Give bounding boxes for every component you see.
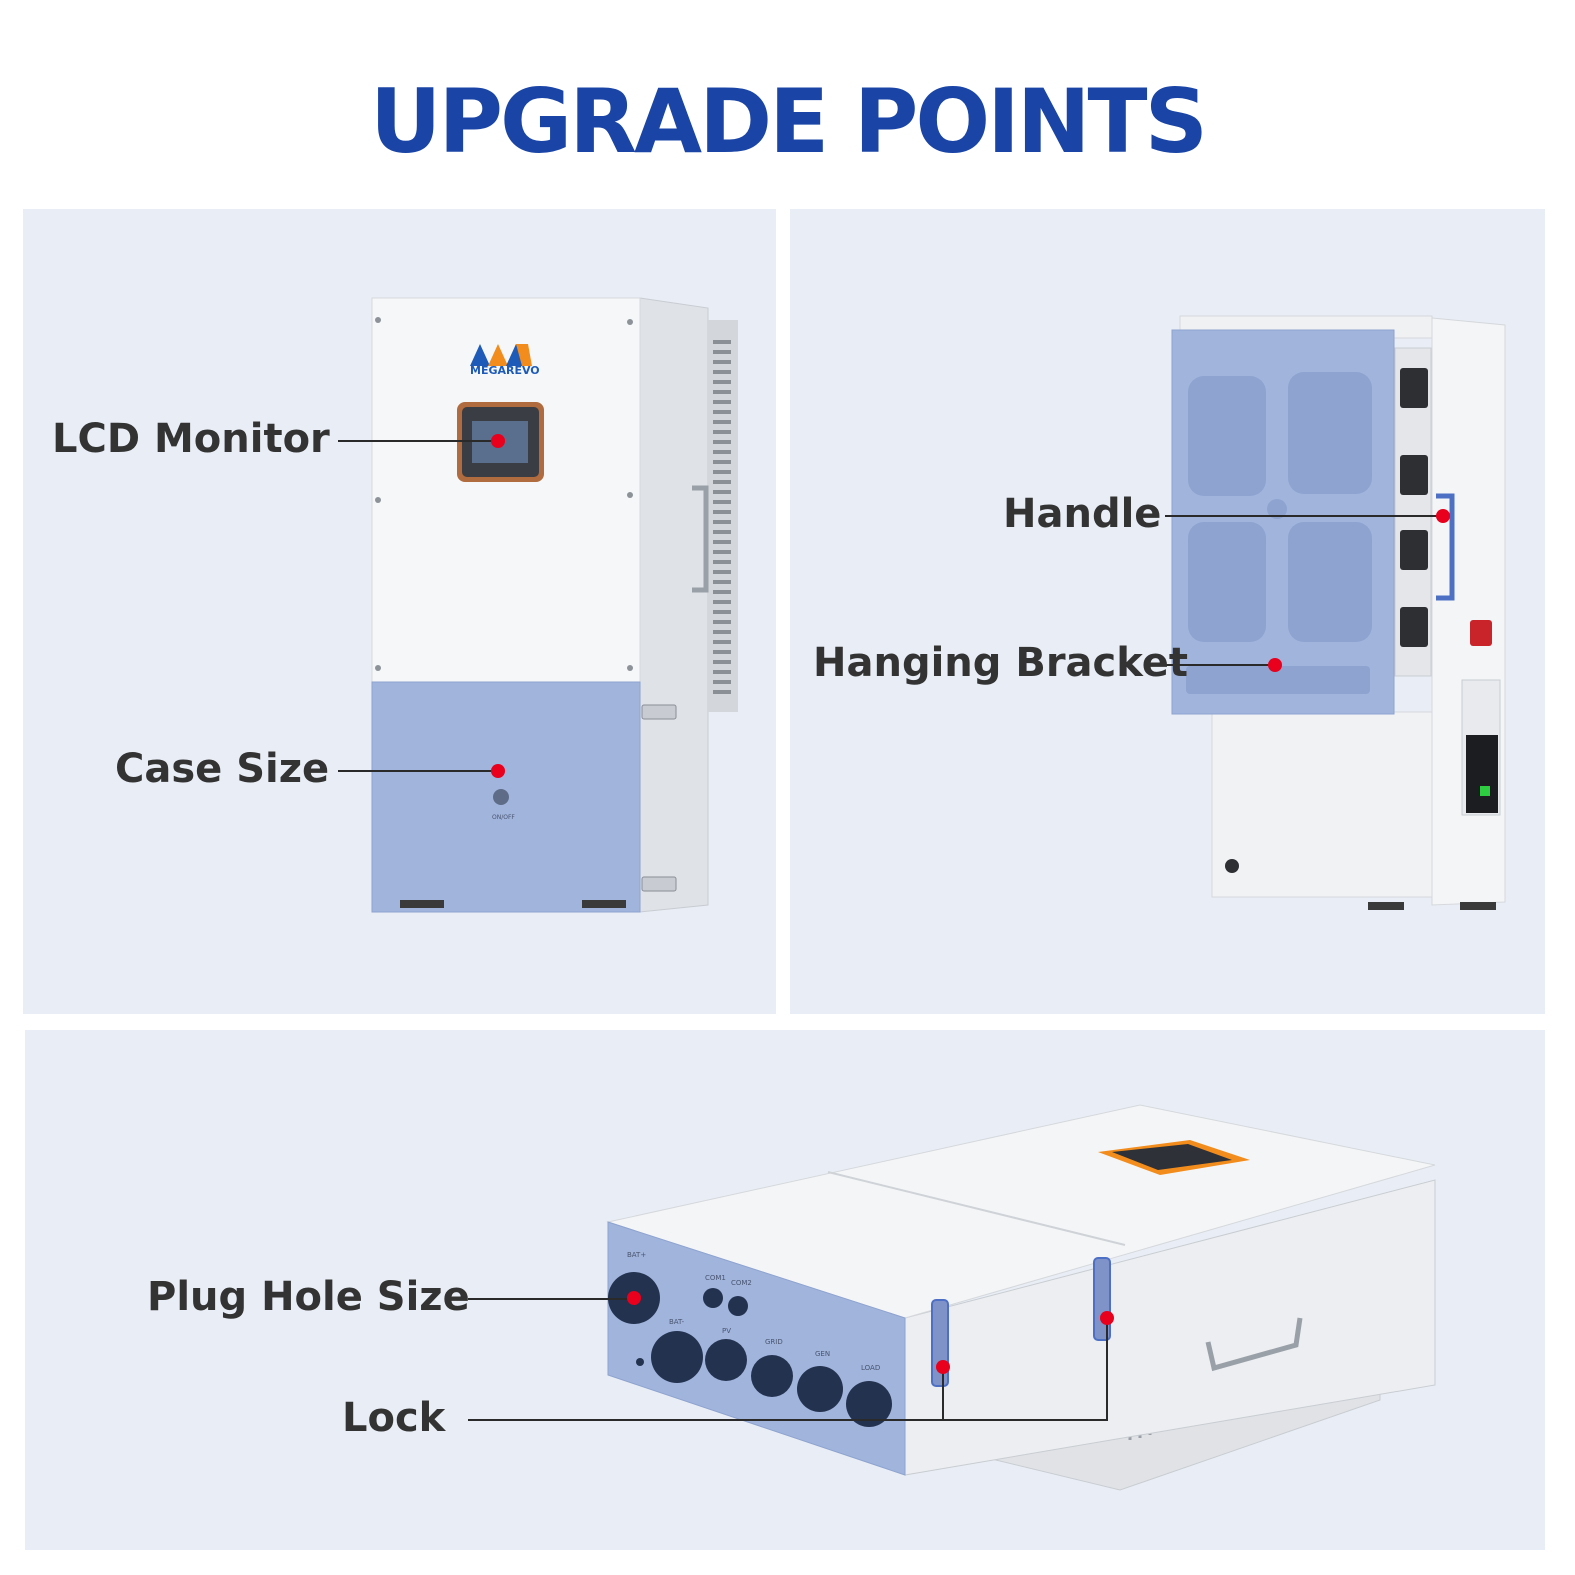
label-plug-hole-size: Plug Hole Size	[147, 1274, 470, 1320]
bottom-side-handle	[1205, 1317, 1303, 1372]
side-vent-grille	[713, 340, 731, 694]
marker-handle	[1436, 509, 1450, 523]
port-label-pv: PV	[722, 1327, 731, 1335]
inverter-back-view	[1171, 315, 1506, 910]
port-label-load: LOAD	[861, 1364, 880, 1372]
marker-hanging-bracket	[1268, 658, 1282, 672]
switch-label: ON/OFF	[492, 814, 515, 821]
port-label-bat-minus: BAT-	[669, 1318, 685, 1326]
marker-lock-right	[1100, 1311, 1114, 1325]
marker-dots	[491, 434, 1450, 1374]
port-label-com2: COM2	[731, 1279, 752, 1287]
back-handle	[1436, 493, 1455, 601]
side-handle	[692, 485, 709, 593]
label-lock: Lock	[342, 1395, 446, 1441]
port-label-gen: GEN	[815, 1350, 830, 1358]
label-hanging-bracket: Hanging Bracket	[813, 640, 1189, 686]
marker-lock-left	[936, 1360, 950, 1374]
label-handle: Handle	[1003, 491, 1162, 537]
label-lcd-monitor: LCD Monitor	[52, 416, 330, 462]
page-title: UPGRADE POINTS	[370, 70, 1208, 173]
cooling-fans	[1400, 368, 1428, 647]
cable-glands	[608, 1272, 892, 1427]
front-latches	[641, 704, 677, 892]
leader-lines	[338, 440, 1443, 1421]
megarevo-logo-mark	[470, 344, 532, 366]
port-label-com1: COM1	[705, 1274, 726, 1282]
inverter-front-view	[371, 297, 738, 913]
label-case-size: Case Size	[115, 746, 330, 792]
inverter-bottom-view: BAT+ COM1 COM2 BAT- PV GRID GEN LOAD	[606, 1104, 1436, 1491]
marker-lcd-monitor	[491, 434, 505, 448]
marker-case-size	[491, 764, 505, 778]
port-label-bat-plus: BAT+	[627, 1251, 646, 1259]
brand-logo-text: MEGAREVO	[470, 364, 540, 377]
port-label-grid: GRID	[765, 1338, 783, 1346]
marker-plug-hole-size	[627, 1291, 641, 1305]
